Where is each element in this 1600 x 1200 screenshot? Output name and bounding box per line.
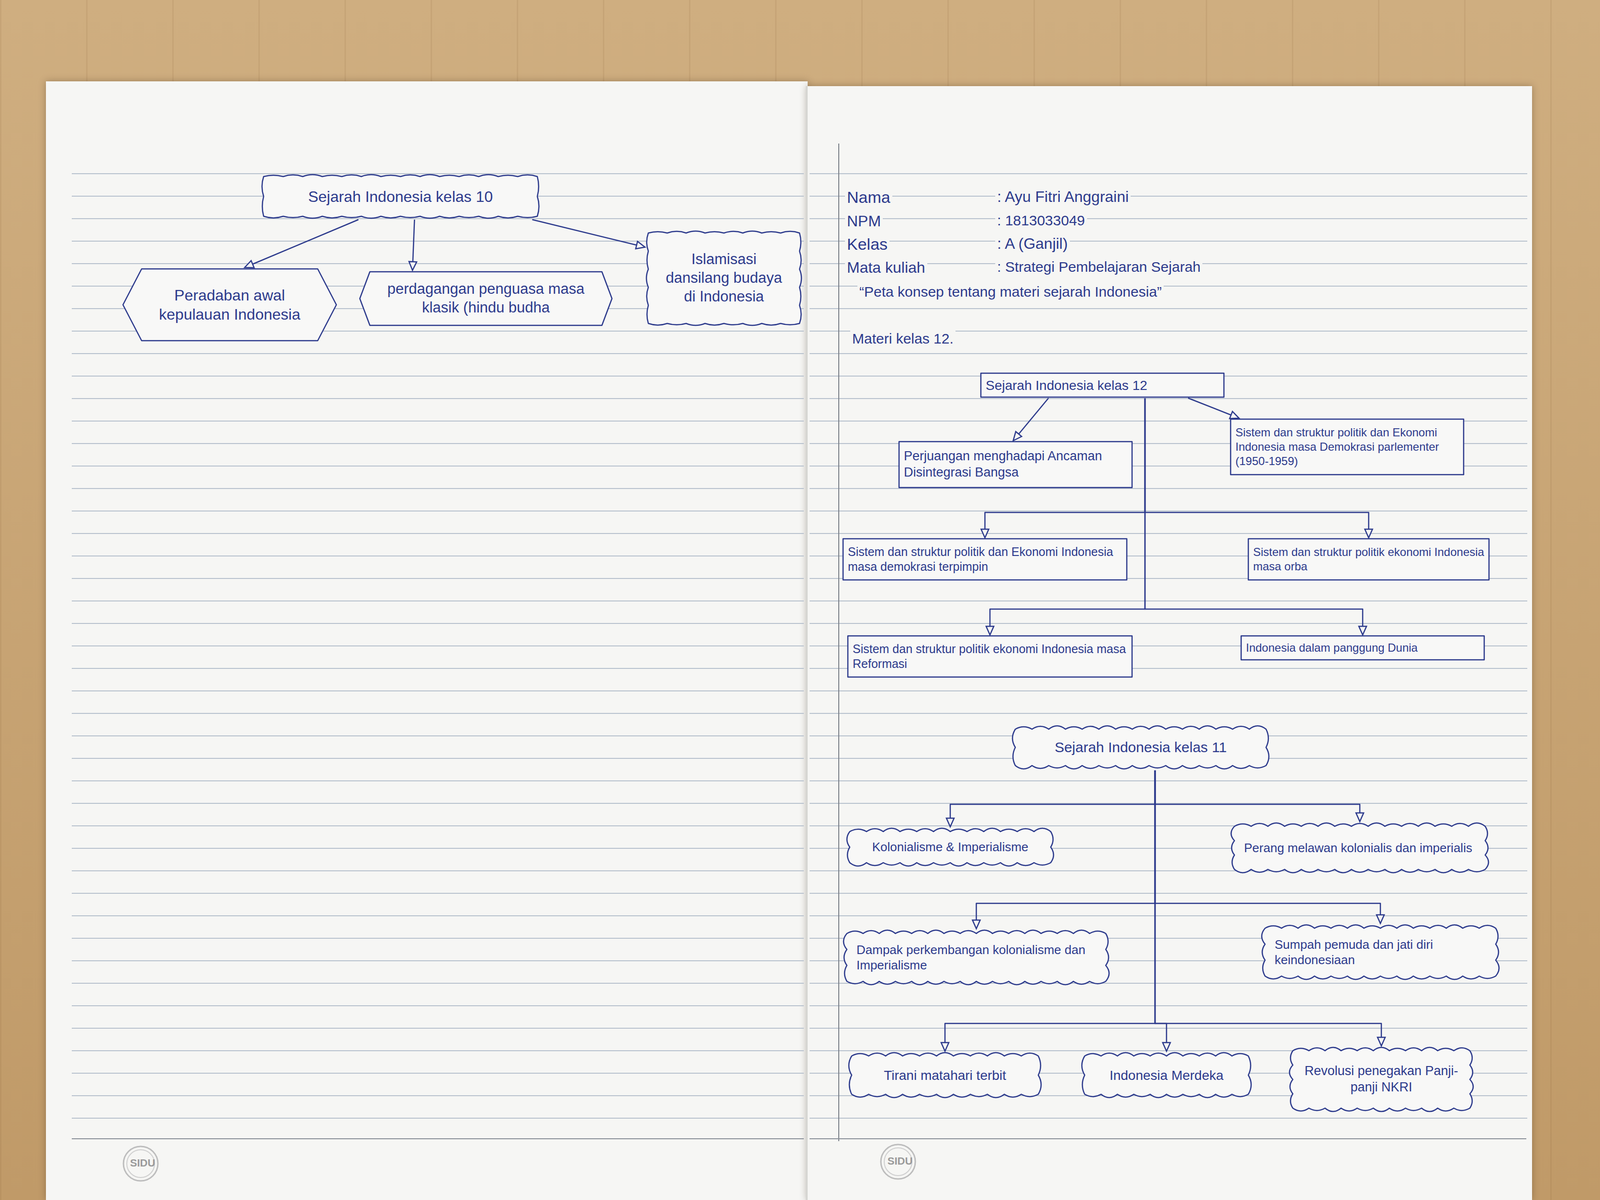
concept-cloud: Tirani matahari terbit (846, 1051, 1044, 1100)
node-outline-path (1289, 1047, 1474, 1112)
concept-cloud: Islamisasi dansilang budaya di Indonesia (644, 229, 803, 327)
node-outline-path (1231, 822, 1489, 873)
node-outline-path (646, 231, 802, 326)
node-text: Sejarah Indonesia kelas 11 (1026, 738, 1255, 757)
connector (1155, 770, 1360, 822)
node-outline-path (359, 271, 612, 326)
node-text: Perang melawan kolonialis dan imperialis (1244, 840, 1476, 856)
header-text: Mata kuliah (844, 258, 928, 277)
process-box: Sistem dan struktur politik dan Ekonomi … (842, 537, 1128, 581)
concept-cloud: Kolonialisme & Imperialisme (844, 826, 1056, 868)
connector (532, 219, 645, 248)
header-text: : A (Ganjil) (995, 234, 1070, 253)
node-text: perdagangan penguasa masa klasik (hindu … (375, 279, 597, 318)
header-text: Kelas (844, 234, 890, 255)
watermark-logo-text: SIDU (121, 1156, 164, 1170)
node-outline-path (980, 373, 1224, 398)
bottom-line (71, 1138, 804, 1140)
node-outline (359, 270, 613, 327)
connector (1155, 770, 1167, 1052)
header-text: : Strategi Pembelajaran Sejarah (995, 258, 1203, 276)
header-text: Materi kelas 12. (850, 330, 956, 348)
concept-cloud: Peradaban awal kepulauan Indonesia (122, 267, 337, 343)
node-outline-path (846, 828, 1054, 867)
process-box: Sejarah Indonesia kelas 12 (979, 372, 1225, 399)
header-text: : 1813033049 (995, 211, 1088, 230)
connector (244, 219, 359, 268)
header-text: Nama (844, 187, 893, 208)
process-box: Indonesia dalam panggung Dunia (1240, 634, 1486, 661)
node-text: Sistem dan struktur politik dan Ekonomi … (847, 544, 1123, 575)
process-box: Sistem dan struktur politik ekonomi Indo… (846, 634, 1134, 678)
node-text: Indonesia dalam panggung Dunia (1245, 640, 1480, 656)
node-outline-path (262, 174, 540, 219)
node-text: Kolonialisme & Imperialisme (859, 839, 1042, 856)
node-text: Sistem dan struktur politik ekonomi Indo… (1253, 544, 1485, 574)
node-text: Sejarah Indonesia kelas 10 (274, 187, 527, 207)
node-text: Tirani matahari terbit (861, 1066, 1029, 1084)
process-box: Sistem dan struktur politik dan Ekonomi … (1229, 418, 1465, 476)
node-outline (898, 440, 1134, 489)
node-outline-path (848, 1052, 1042, 1098)
concept-cloud: Dampak perkembangan kolonialisme dan Imp… (842, 928, 1111, 987)
connector (1188, 398, 1239, 419)
connector (950, 770, 1156, 827)
node-outline (846, 634, 1134, 678)
node-text: Islamisasi dansilang budaya di Indonesia (658, 250, 790, 306)
node-text: Perjuangan menghadapi Ancaman Disintegra… (903, 448, 1128, 481)
concept-cloud: Indonesia Merdeka (1079, 1051, 1254, 1100)
node-outline (1260, 923, 1501, 981)
node-outline (1247, 537, 1490, 581)
concept-cloud: Sejarah Indonesia kelas 11 (1010, 724, 1271, 771)
header-text: NPM (844, 211, 883, 231)
node-outline-path (899, 441, 1133, 488)
connector (944, 770, 1156, 1052)
node-text: Revolusi penegakan Panji-panji NKRI (1302, 1063, 1461, 1096)
node-text: Indonesia Merdeka (1094, 1066, 1239, 1084)
node-text: Sejarah Indonesia kelas 12 (985, 377, 1220, 394)
process-box: Sistem dan struktur politik ekonomi Indo… (1247, 537, 1490, 581)
node-outline-path (1081, 1052, 1252, 1098)
bottom-line (809, 1138, 1527, 1140)
node-text: Sistem dan struktur politik dan Ekonomi … (1235, 425, 1459, 469)
concept-cloud: Perang melawan kolonialis dan imperialis (1229, 821, 1490, 875)
node-outline-path (1241, 635, 1485, 660)
node-outline-path (847, 635, 1133, 678)
process-box: Perjuangan menghadapi Ancaman Disintegra… (898, 440, 1134, 489)
node-outline-path (1261, 924, 1500, 980)
node-outline-path (843, 930, 1110, 985)
node-text: Sistem dan struktur politik ekonomi Indo… (852, 641, 1128, 672)
margin-line (838, 143, 840, 1142)
header-text: “Peta konsep tentang materi sejarah Indo… (857, 283, 1164, 301)
node-outline-path (1248, 538, 1489, 580)
node-text: Dampak perkembangan kolonialisme dan Imp… (856, 942, 1097, 974)
node-outline-path (843, 538, 1127, 580)
concept-cloud: Revolusi penegakan Panji-panji NKRI (1288, 1045, 1475, 1113)
connector (1155, 770, 1382, 1046)
node-text: Peradaban awal kepulauan Indonesia (144, 285, 315, 324)
concept-cloud: Sumpah pemuda dan jati diri keindonesiaa… (1260, 923, 1501, 981)
concept-cloud: Sejarah Indonesia kelas 10 (260, 173, 541, 220)
node-outline-path (1230, 419, 1464, 475)
connector (989, 398, 1145, 635)
node-outline (842, 537, 1128, 581)
node-outline-path (122, 268, 337, 341)
node-outline-path (1012, 725, 1269, 769)
node-outline (122, 267, 337, 343)
node-outline (1288, 1045, 1475, 1113)
node-outline (842, 928, 1111, 987)
concept-cloud: perdagangan penguasa masa klasik (hindu … (359, 270, 613, 327)
watermark-logo-text: SIDU (878, 1155, 922, 1168)
page-fold (805, 86, 808, 1200)
connector (412, 219, 415, 271)
node-text: Sumpah pemuda dan jati diri keindonesiaa… (1274, 936, 1487, 968)
connector (1013, 398, 1049, 441)
header-text: : Ayu Fitri Anggraini (995, 187, 1131, 206)
